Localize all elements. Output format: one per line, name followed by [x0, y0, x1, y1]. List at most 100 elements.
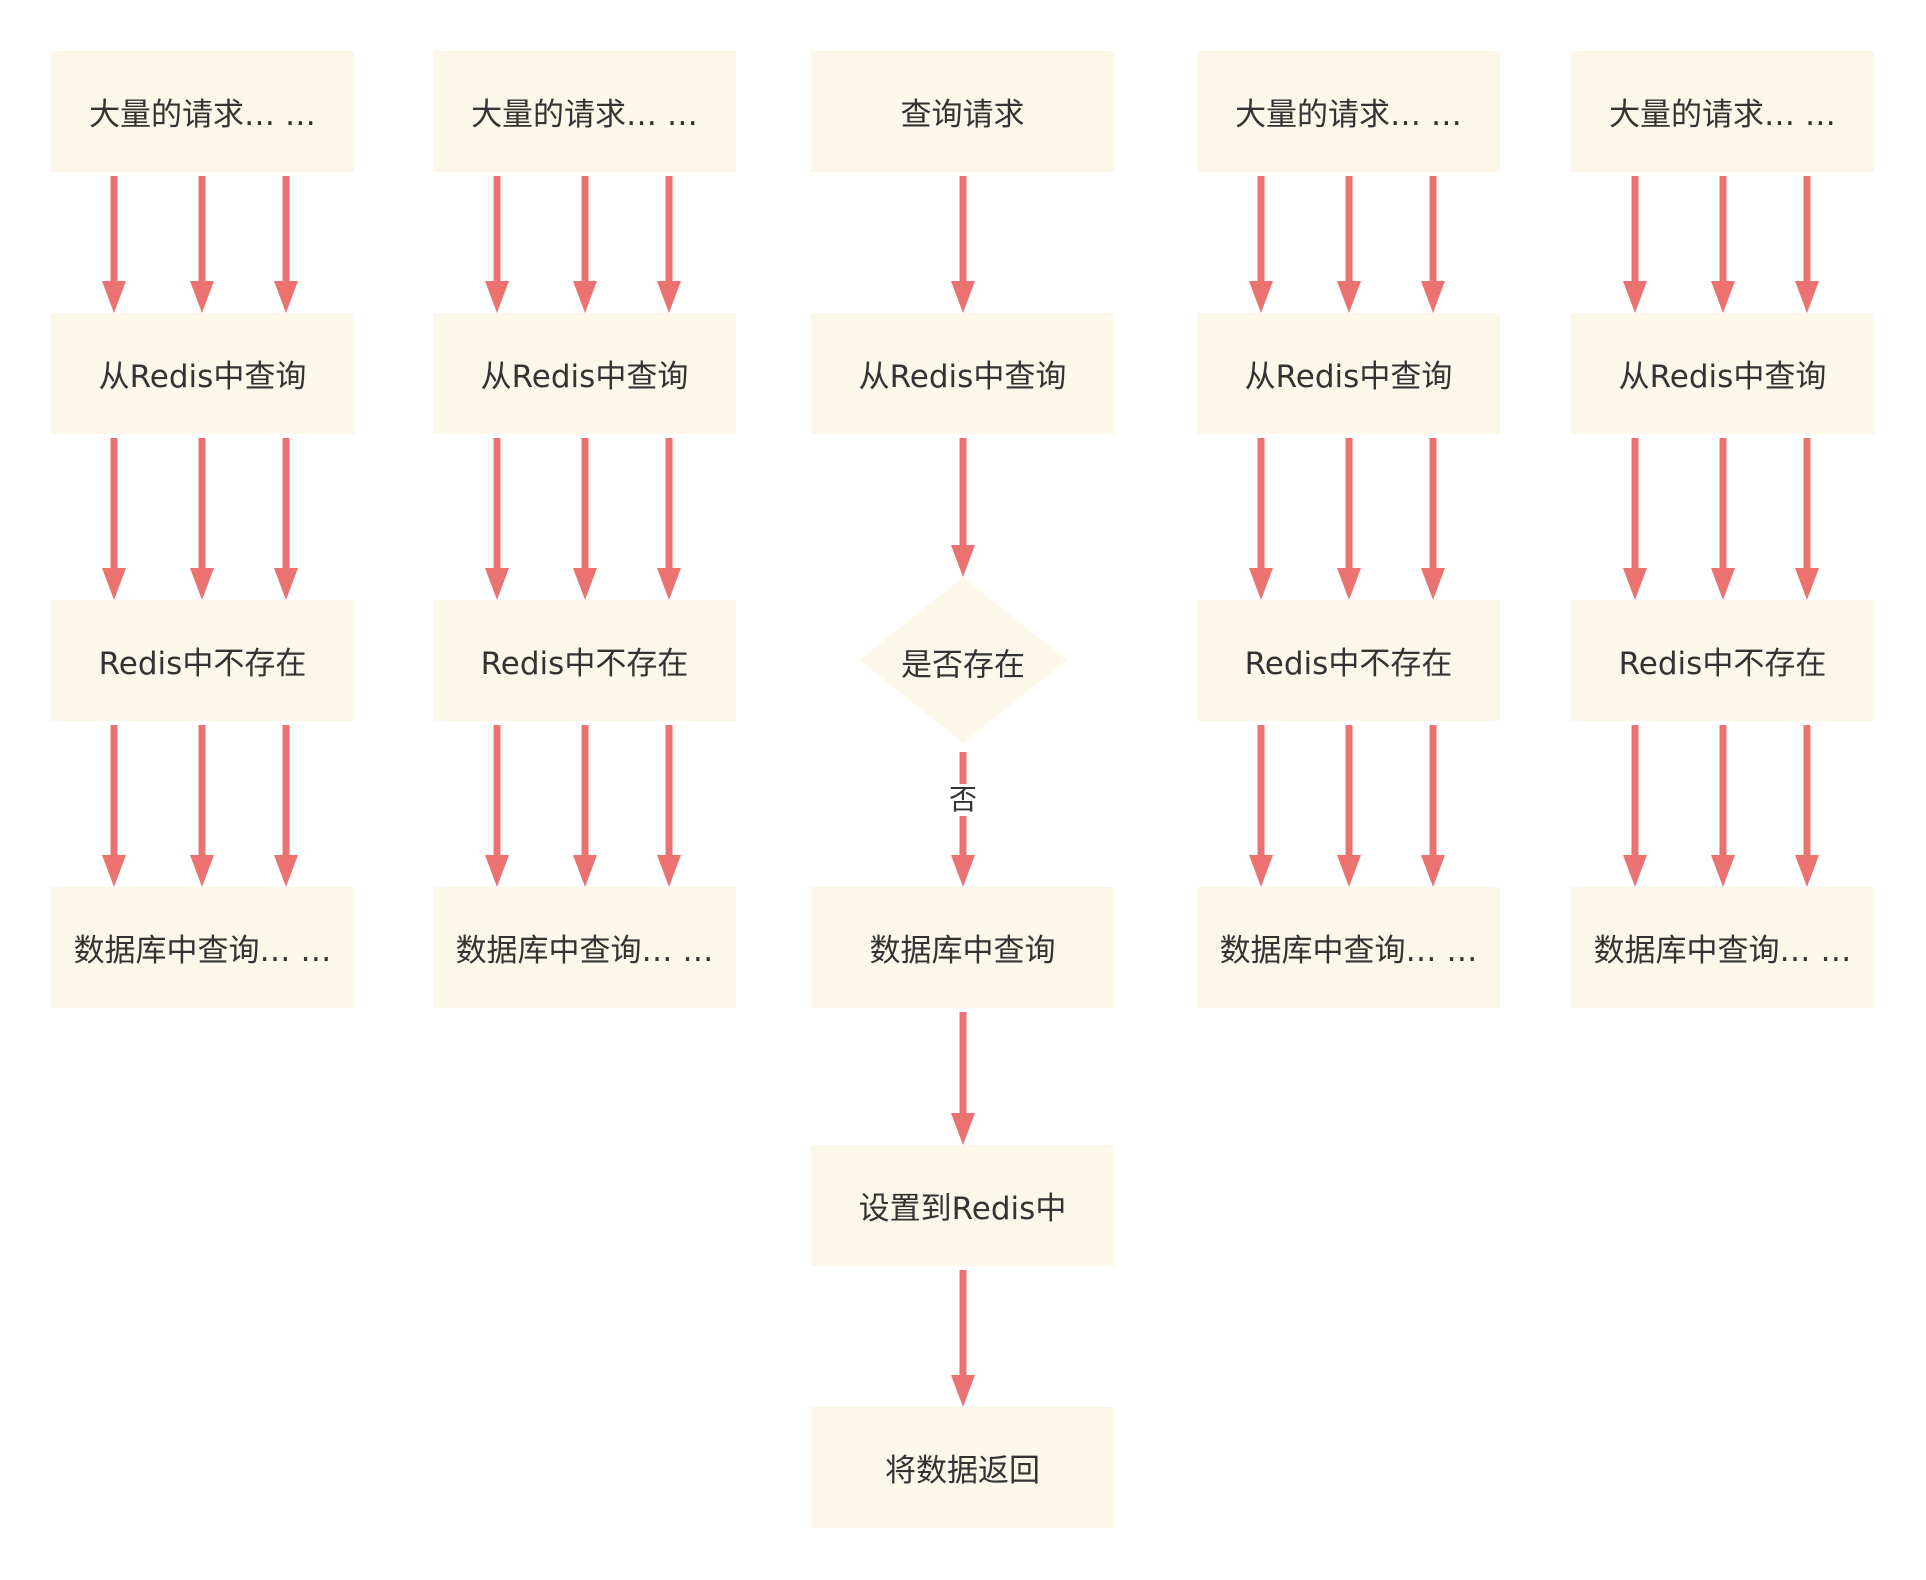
arrow-head — [951, 1375, 975, 1407]
arrow-col4-step3-2 — [1337, 725, 1361, 887]
node-label: 从Redis中查询 — [98, 359, 307, 395]
decision-diamond-shape — [859, 577, 1067, 743]
arrow-head — [1421, 855, 1445, 887]
node-label: 数据库中查询… … — [1219, 933, 1478, 969]
node-label: 数据库中查询… … — [73, 933, 332, 969]
arrow-head — [485, 855, 509, 887]
node-col4-db-query: 数据库中查询… … — [1197, 887, 1500, 1008]
arrow-head — [190, 281, 214, 313]
arrow-col5-step2-3 — [1795, 438, 1819, 600]
node-label: 数据库中查询… … — [455, 933, 714, 969]
arrow-head — [1623, 855, 1647, 887]
arrow-col5-step2-2 — [1711, 438, 1735, 600]
arrow-head — [657, 855, 681, 887]
arrow-col1-step3-2 — [190, 725, 214, 887]
node-col5-redis-miss: Redis中不存在 — [1571, 600, 1874, 721]
arrow-col1-step2-3 — [274, 438, 298, 600]
node-label: 大量的请求… … — [1609, 97, 1836, 133]
arrow-head — [1711, 855, 1735, 887]
node-col5-requests: 大量的请求… … — [1571, 51, 1874, 172]
arrow-col5-step1-1 — [1623, 176, 1647, 313]
arrow-col5-step3-1 — [1623, 725, 1647, 887]
arrow-col2-step1-2 — [573, 176, 597, 313]
arrow-center-redis-to-decision — [951, 438, 975, 577]
arrow-col1-step2-2 — [190, 438, 214, 600]
node-col4-redis-query: 从Redis中查询 — [1197, 313, 1500, 434]
arrow-col1-step1-2 — [190, 176, 214, 313]
node-col1-requests: 大量的请求… … — [51, 51, 354, 172]
decision-label: 是否存在 — [901, 647, 1025, 684]
arrow-col2-step2-2 — [573, 438, 597, 600]
node-label: 从Redis中查询 — [1244, 359, 1453, 395]
node-label: 从Redis中查询 — [480, 359, 689, 395]
node-col1-redis-miss: Redis中不存在 — [51, 600, 354, 721]
node-col5-db-query: 数据库中查询… … — [1571, 887, 1874, 1008]
edge-label-no: 否 — [948, 783, 978, 816]
arrow-head — [1623, 568, 1647, 600]
arrow-head — [951, 281, 975, 313]
node-col3-db-query: 数据库中查询 — [811, 887, 1114, 1008]
arrow-center-request-to-redis — [951, 176, 975, 313]
arrow-head — [102, 568, 126, 600]
node-label: Redis中不存在 — [98, 646, 307, 682]
arrow-head — [657, 281, 681, 313]
arrow-head — [274, 568, 298, 600]
arrow-col4-step3-1 — [1249, 725, 1273, 887]
arrow-head — [1421, 281, 1445, 313]
node-col5-redis-query: 从Redis中查询 — [1571, 313, 1874, 434]
node-label: 将数据返回 — [885, 1453, 1040, 1489]
arrow-col4-step1-2 — [1337, 176, 1361, 313]
node-label: 从Redis中查询 — [1618, 359, 1827, 395]
node-col2-requests: 大量的请求… … — [433, 51, 736, 172]
node-label: 查询请求 — [900, 97, 1025, 133]
arrow-head — [1249, 568, 1273, 600]
arrow-col1-step3-3 — [274, 725, 298, 887]
arrow-head — [274, 281, 298, 313]
arrow-head — [1711, 568, 1735, 600]
arrow-head — [1337, 568, 1361, 600]
arrow-head — [573, 281, 597, 313]
arrow-head — [951, 855, 975, 887]
node-label: 从Redis中查询 — [858, 359, 1067, 395]
node-col1-db-query: 数据库中查询… … — [51, 887, 354, 1008]
arrow-head — [485, 281, 509, 313]
arrow-head — [1795, 855, 1819, 887]
decision-diamond — [859, 577, 1067, 743]
arrow-col5-step3-2 — [1711, 725, 1735, 887]
arrow-col4-step1-1 — [1249, 176, 1273, 313]
arrow-head — [657, 568, 681, 600]
arrow-col2-step3-2 — [573, 725, 597, 887]
node-label: 数据库中查询 — [869, 933, 1056, 969]
arrow-col5-step1-2 — [1711, 176, 1735, 313]
node-col3-set-redis: 设置到Redis中 — [811, 1145, 1114, 1266]
arrow-col5-step3-3 — [1795, 725, 1819, 887]
arrow-head — [951, 545, 975, 577]
node-col2-redis-query: 从Redis中查询 — [433, 313, 736, 434]
arrow-center-decision-no-to-db — [951, 752, 975, 887]
arrow-head — [102, 855, 126, 887]
arrow-col5-step1-3 — [1795, 176, 1819, 313]
arrow-head — [1711, 281, 1735, 313]
node-label: 大量的请求… … — [1235, 97, 1462, 133]
node-col3-redis-query: 从Redis中查询 — [811, 313, 1114, 434]
node-label: Redis中不存在 — [480, 646, 689, 682]
arrow-col2-step2-1 — [485, 438, 509, 600]
node-label: 大量的请求… … — [471, 97, 698, 133]
arrow-head — [1795, 568, 1819, 600]
arrow-head — [1623, 281, 1647, 313]
node-label: 设置到Redis中 — [858, 1191, 1067, 1227]
node-label: 大量的请求… … — [89, 97, 316, 133]
node-col4-requests: 大量的请求… … — [1197, 51, 1500, 172]
arrow-head — [573, 855, 597, 887]
node-label: 数据库中查询… … — [1593, 933, 1852, 969]
arrow-head — [951, 1113, 975, 1145]
arrow-col1-step3-1 — [102, 725, 126, 887]
node-col2-redis-miss: Redis中不存在 — [433, 600, 736, 721]
arrow-col2-step3-3 — [657, 725, 681, 887]
node-label: Redis中不存在 — [1618, 646, 1827, 682]
arrow-col2-step3-1 — [485, 725, 509, 887]
arrow-col5-step2-1 — [1623, 438, 1647, 600]
arrow-col4-step3-3 — [1421, 725, 1445, 887]
arrow-col2-step1-3 — [657, 176, 681, 313]
